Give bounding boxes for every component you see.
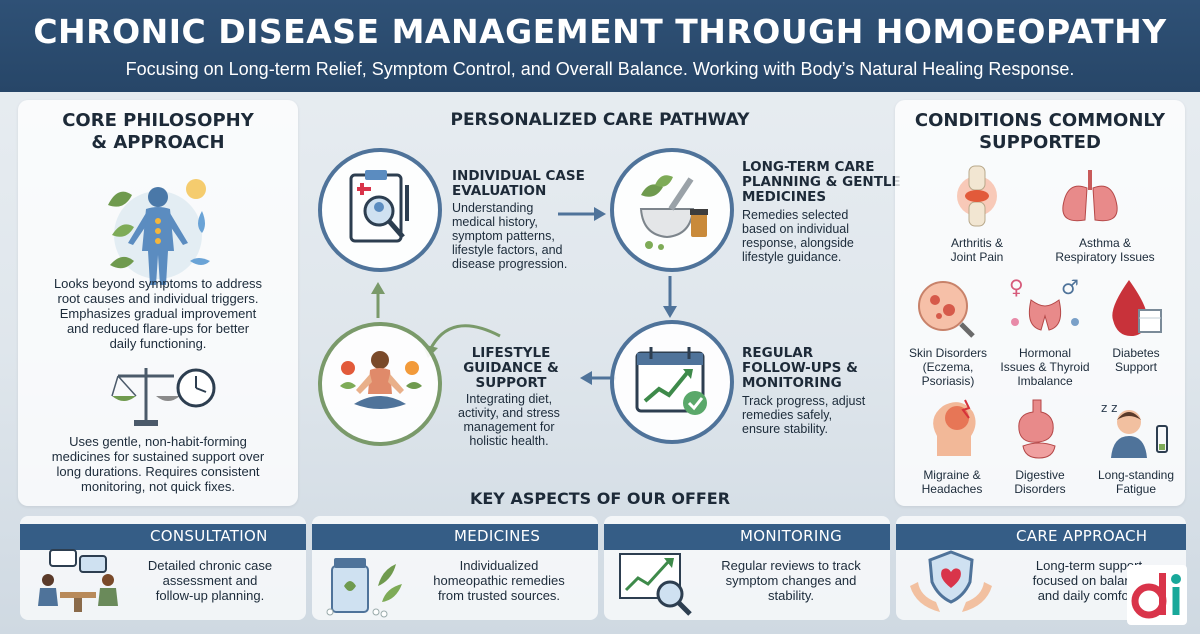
svg-text:z z: z z (1101, 401, 1117, 415)
meditation-person-icon (340, 351, 422, 409)
calendar-chart-icon (635, 347, 707, 415)
condition-arthritis: Arthritis & Joint Pain (950, 236, 1004, 264)
case-evaluation-circle (318, 148, 442, 272)
tired-person-icon: z z (1101, 401, 1168, 458)
knee-joint-icon (957, 165, 997, 227)
step4-title: LIFESTYLE GUIDANCE & SUPPORT (463, 345, 559, 391)
monitoring-title: MONITORING (740, 527, 843, 545)
header-banner: CHRONIC DISEASE MANAGEMENT THROUGH HOMOE… (0, 0, 1200, 92)
condition-digestive: Digestive Disorders (1014, 468, 1066, 496)
lungs-icon (1062, 170, 1118, 222)
condition-diabetes: Diabetes Support (1112, 346, 1160, 374)
chart-magnifier-icon (619, 553, 692, 616)
svg-text:♂: ♂ (1061, 276, 1079, 299)
page-title: CHRONIC DISEASE MANAGEMENT THROUGH HOMOE… (33, 12, 1167, 51)
remedy-bottle-icon (326, 558, 402, 618)
medicines-card: MEDICINES Individualized homeopathic rem… (312, 516, 598, 620)
consultation-icon (38, 549, 118, 612)
monitoring-card-header (604, 524, 890, 550)
thyroid-icon: ♀ ♂ (1009, 276, 1079, 331)
curved-arrow-icon (428, 324, 501, 351)
balance-scale-icon (111, 368, 216, 426)
philosophy-text-1: Looks beyond symptoms to address root ca… (53, 276, 263, 351)
di-logo (1127, 565, 1187, 625)
conditions-title: CONDITIONS COMMONLY SUPPORTED (914, 110, 1166, 153)
svg-text:♀: ♀ (1009, 276, 1024, 299)
medicines-text: Individualized homeopathic remedies from… (433, 558, 565, 603)
holistic-person-icon (108, 179, 210, 285)
condition-hormonal: Hormonal Issues & Thyroid Imbalance (1000, 346, 1090, 388)
conditions-panel: CONDITIONS COMMONLY SUPPORTED Arthritis … (895, 100, 1185, 506)
stomach-icon (1018, 399, 1056, 459)
key-aspects-title: KEY ASPECTS OF OUR OFFER (469, 489, 731, 508)
core-philosophy-panel: CORE PHILOSOPHY & APPROACH Looks beyond … (18, 100, 298, 506)
step3-description: Track progress, adjust remedies safely, … (742, 394, 866, 436)
di-logo-icon (1131, 573, 1181, 619)
consultation-title: CONSULTATION (150, 527, 268, 545)
philosophy-text-2: Uses gentle, non-habit-forming medicines… (51, 434, 265, 494)
page-subtitle: Focusing on Long-term Relief, Symptom Co… (125, 59, 1075, 79)
step1-description: Understanding medical history, symptom p… (452, 201, 568, 271)
medicines-card-header (312, 524, 598, 550)
consultation-card: CONSULTATION Detailed chronic case asses… (20, 516, 306, 620)
care-planning-circle (610, 148, 734, 272)
arrow-right-icon (558, 207, 606, 221)
pathway-title: PERSONALIZED CARE PATHWAY (450, 110, 750, 130)
care-approach-title: CARE APPROACH (1016, 527, 1148, 545)
step3-title: REGULAR FOLLOW-UPS & MONITORING (742, 345, 858, 391)
blood-drop-sugar-icon (1112, 280, 1162, 336)
step4-description: Integrating diet, activity, and stress m… (458, 392, 560, 448)
step1-title: INDIVIDUAL CASE EVALUATION (452, 168, 585, 199)
step2-title: LONG-TERM CARE PLANNING & GENTLE MEDICIN… (742, 159, 901, 205)
migraine-head-icon (933, 399, 976, 456)
condition-asthma: Asthma & Respiratory Issues (1055, 236, 1155, 264)
clipboard-magnifier-icon (349, 170, 409, 243)
care-approach-text: Long-term support focused on balance and… (1032, 558, 1146, 603)
monitoring-card: MONITORING Regular reviews to track symp… (604, 516, 890, 620)
consultation-card-header (20, 524, 306, 550)
monitoring-text: Regular reviews to track symptom changes… (721, 558, 861, 603)
lifestyle-circle (318, 322, 442, 446)
condition-migraine: Migraine & Headaches (921, 468, 983, 496)
medicines-title: MEDICINES (454, 527, 541, 545)
step2-description: Remedies selected based on individual re… (742, 208, 854, 264)
skin-magnifier-icon (918, 281, 975, 338)
arrow-down-icon (663, 276, 677, 318)
mortar-pestle-icon (639, 175, 708, 250)
condition-fatigue: Long-standing Fatigue (1097, 468, 1175, 496)
core-philosophy-title: CORE PHILOSOPHY & APPROACH (62, 110, 254, 153)
arrow-up-icon (371, 282, 385, 318)
follow-ups-circle (610, 320, 734, 444)
care-approach-card-header (896, 524, 1186, 550)
consultation-text: Detailed chronic case assessment and fol… (147, 558, 273, 603)
condition-skin: Skin Disorders (Eczema, Psoriasis) (908, 346, 988, 388)
shield-heart-hands-icon (910, 550, 992, 612)
